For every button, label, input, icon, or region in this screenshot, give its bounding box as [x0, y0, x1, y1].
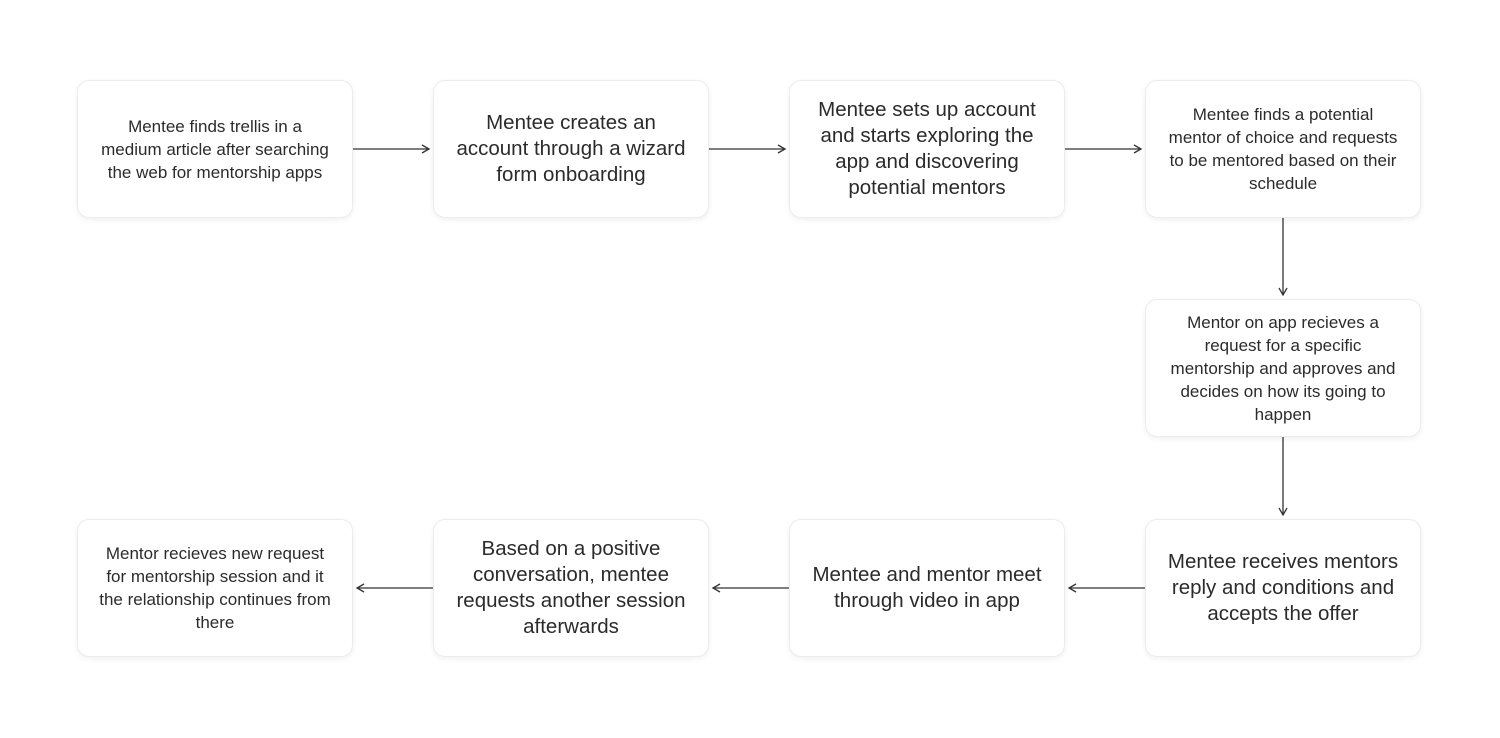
step-text: Mentee finds a potential mentor of choic…	[1168, 105, 1398, 193]
step-box-8: Based on a positive conversation, mentee…	[433, 519, 709, 657]
step-text: Mentor on app recieves a request for a s…	[1170, 312, 1396, 424]
step-box-5: Mentor on app recieves a request for a s…	[1145, 299, 1421, 437]
step-text: Mentee sets up account and starts explor…	[818, 98, 1036, 199]
step-text: Mentee creates an account through a wiza…	[456, 111, 686, 186]
step-box-1: Mentee finds trellis in a medium article…	[77, 80, 353, 218]
step-box-2: Mentee creates an account through a wiza…	[433, 80, 709, 218]
step-text: Based on a positive conversation, mentee…	[456, 537, 686, 638]
step-box-3: Mentee sets up account and starts explor…	[789, 80, 1065, 218]
step-text: Mentee receives mentors reply and condit…	[1167, 550, 1399, 625]
step-box-4: Mentee finds a potential mentor of choic…	[1145, 80, 1421, 218]
step-text: Mentee finds trellis in a medium article…	[101, 116, 329, 182]
step-text: Mentee and mentor meet through video in …	[812, 563, 1042, 612]
step-box-6: Mentee receives mentors reply and condit…	[1145, 519, 1421, 657]
step-text: Mentor recieves new request for mentorsh…	[99, 544, 331, 632]
step-box-7: Mentee and mentor meet through video in …	[789, 519, 1065, 657]
step-box-9: Mentor recieves new request for mentorsh…	[77, 519, 353, 657]
